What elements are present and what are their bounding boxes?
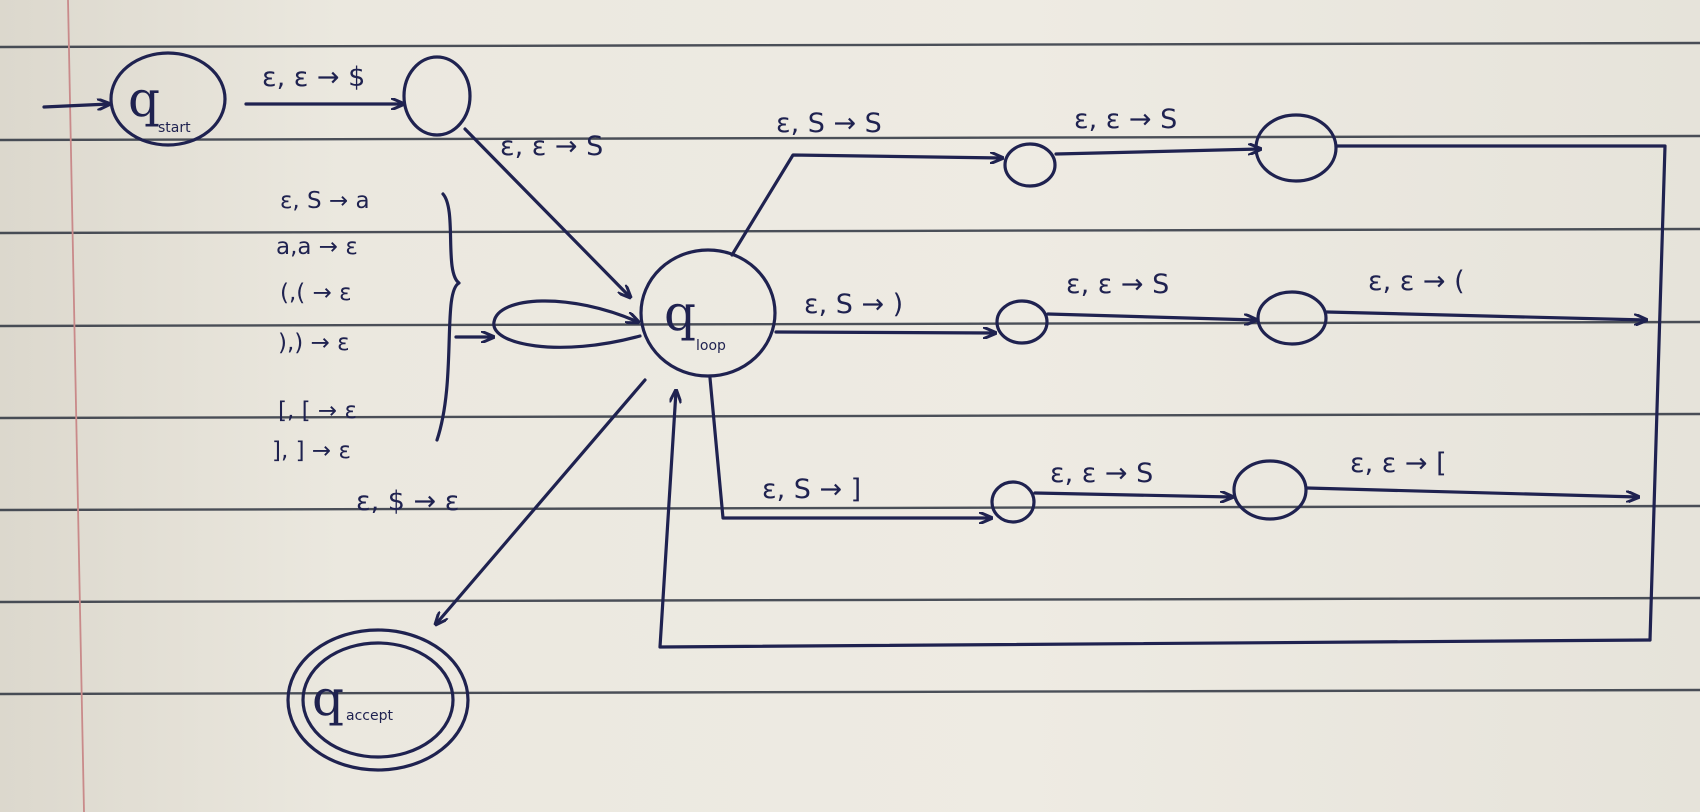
label-branch2-a: ε, S → )	[804, 289, 903, 320]
label-branch1-a: ε, S → S	[776, 108, 882, 139]
state-b3-1	[990, 480, 1036, 524]
branch1-edge-b	[1054, 149, 1260, 156]
state-accept-inner	[301, 641, 455, 759]
label-branch3-b: ε, ε → S	[1050, 458, 1153, 489]
branch3-edge-c	[1305, 486, 1638, 497]
branch2-edge-b	[1046, 312, 1256, 320]
label-q-start: q	[128, 70, 160, 128]
label-q-loop: q	[664, 284, 696, 342]
self-loop-brace	[435, 192, 461, 442]
state-b2-1	[995, 299, 1049, 345]
return-edge	[658, 391, 1652, 649]
self-loop-label-3: (,( → ε	[280, 280, 352, 306]
branch1-edge-a	[730, 155, 1002, 257]
arrow-initial	[42, 104, 109, 107]
branch3-edge-a	[708, 376, 991, 518]
label-sub-loop: loop	[696, 338, 726, 354]
label-s1-loop: ε, ε → S	[500, 131, 603, 162]
label-branch1-b: ε, ε → S	[1074, 104, 1177, 135]
label-branch2-c: ε, ε → (	[1368, 266, 1465, 297]
state-loop	[639, 248, 777, 378]
self-loop-label-1: ε, S → a	[280, 188, 370, 214]
state-s1	[402, 55, 472, 137]
state-accept-outer	[286, 628, 470, 772]
branch2-edge-a	[774, 332, 995, 333]
label-sub-accept: accept	[346, 708, 393, 724]
label-branch2-b: ε, ε → S	[1066, 269, 1169, 300]
branch2-edge-c	[1325, 310, 1646, 320]
state-b3-2	[1232, 459, 1308, 521]
label-loop-accept: ε, $ → ε	[356, 486, 459, 517]
self-loop-label-2: a,a → ε	[276, 234, 358, 260]
ruled-lines	[0, 41, 1700, 696]
label-branch3-c: ε, ε → [	[1350, 448, 1447, 479]
self-loop-label-4: ),) → ε	[278, 330, 350, 356]
self-loop-label-5: [, [ → ε	[278, 398, 357, 424]
state-b2-2	[1256, 290, 1328, 346]
label-start-s1: ε, ε → $	[262, 62, 365, 93]
branch1-return-line	[1335, 144, 1667, 642]
self-loop-label-6: ], ] → ε	[272, 438, 351, 464]
self-loop-arrow	[492, 299, 640, 349]
label-branch3-a: ε, S → ]	[762, 474, 861, 505]
margin-line	[67, 0, 85, 812]
label-sub-start: start	[158, 120, 191, 136]
arrow-loop-accept	[436, 378, 647, 624]
branch3-edge-b	[1033, 493, 1232, 497]
label-q-accept: q	[312, 669, 344, 727]
state-b1-2	[1254, 113, 1338, 183]
arrow-s1-loop	[463, 127, 630, 297]
state-b1-1	[1003, 142, 1057, 188]
